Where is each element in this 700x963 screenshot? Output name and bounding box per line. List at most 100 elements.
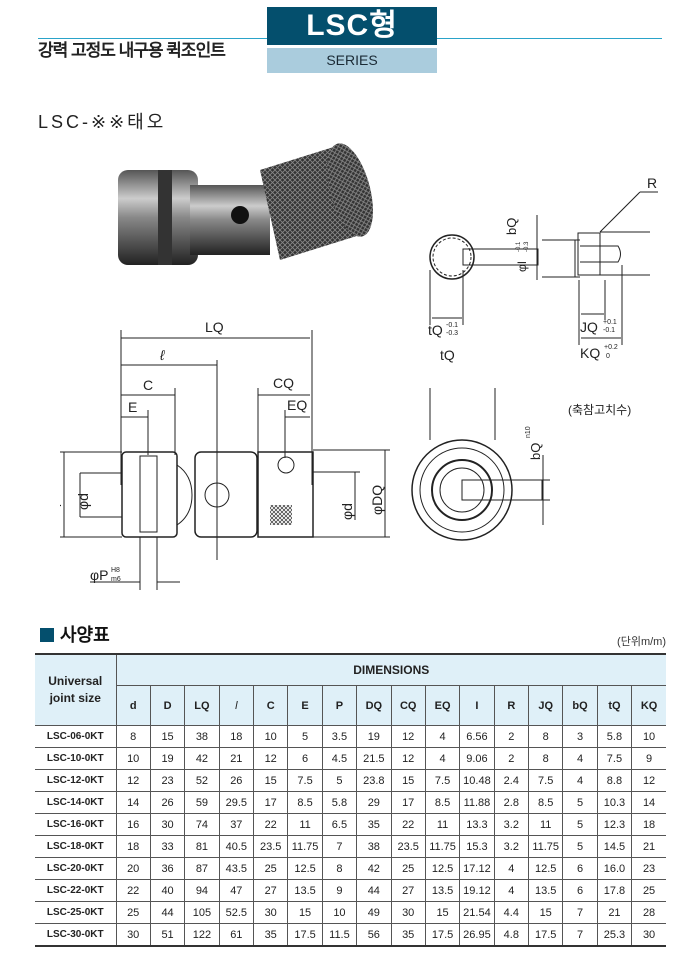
value-cell: 13.5 xyxy=(424,879,461,902)
product-photo xyxy=(118,143,373,265)
label-phiD: φD xyxy=(60,491,61,510)
label-phiP: φP xyxy=(90,567,108,583)
value-cell: 8 xyxy=(321,857,358,880)
column-header-l: l xyxy=(218,685,255,726)
value-cell: 17.8 xyxy=(596,879,633,902)
size-cell: LSC-20-0KT xyxy=(35,857,117,880)
value-cell: 27 xyxy=(252,879,289,902)
value-cell: 37 xyxy=(218,813,255,836)
label-LQ: LQ xyxy=(205,319,224,335)
value-cell: 35 xyxy=(252,923,289,947)
value-cell: 6.56 xyxy=(459,725,495,748)
column-header-JQ: JQ xyxy=(527,685,564,726)
column-header-KQ: KQ xyxy=(631,685,666,726)
value-cell: 8 xyxy=(527,725,564,748)
label-C: C xyxy=(143,377,153,393)
value-cell: 15 xyxy=(390,769,426,792)
value-cell: 5.8 xyxy=(596,725,633,748)
value-cell: 9 xyxy=(321,879,358,902)
column-header-LQ: LQ xyxy=(184,685,220,726)
value-cell: 16 xyxy=(115,813,151,836)
value-cell: 81 xyxy=(184,835,220,858)
label-EQ: EQ xyxy=(287,397,307,413)
value-cell: 94 xyxy=(184,879,220,902)
value-cell: 12 xyxy=(252,747,289,770)
value-cell: 23 xyxy=(631,857,666,880)
value-cell: 22 xyxy=(252,813,289,836)
value-cell: 9 xyxy=(631,747,666,770)
column-header-D: D xyxy=(149,685,186,726)
value-cell: 17 xyxy=(390,791,426,814)
value-cell: 25 xyxy=(631,879,666,902)
value-cell: 22 xyxy=(115,879,151,902)
value-cell: 8 xyxy=(115,725,151,748)
value-cell: 38 xyxy=(184,725,220,748)
value-cell: 8.5 xyxy=(424,791,461,814)
value-cell: 122 xyxy=(184,923,220,947)
value-cell: 6 xyxy=(562,857,598,880)
value-cell: 3.2 xyxy=(493,835,530,858)
value-cell: 6 xyxy=(562,879,598,902)
value-cell: 42 xyxy=(184,747,220,770)
label-l: ℓ xyxy=(159,347,165,363)
value-cell: 11.75 xyxy=(424,835,461,858)
value-cell: 25 xyxy=(252,857,289,880)
value-cell: 19 xyxy=(356,725,392,748)
value-cell: 21 xyxy=(218,747,255,770)
value-cell: 27 xyxy=(390,879,426,902)
value-cell: 47 xyxy=(218,879,255,902)
value-cell: 11.75 xyxy=(287,835,323,858)
value-cell: 12.5 xyxy=(424,857,461,880)
label-CQ: CQ xyxy=(273,375,294,391)
value-cell: 30 xyxy=(631,923,666,947)
column-header-tQ: tQ xyxy=(596,685,633,726)
value-cell: 11 xyxy=(424,813,461,836)
value-cell: 17.5 xyxy=(287,923,323,947)
value-cell: 5 xyxy=(562,813,598,836)
value-cell: 43.5 xyxy=(218,857,255,880)
value-cell: 40.5 xyxy=(218,835,255,858)
value-cell: 18 xyxy=(115,835,151,858)
value-cell: 11.75 xyxy=(527,835,564,858)
value-cell: 7.5 xyxy=(424,769,461,792)
size-cell: LSC-10-0KT xyxy=(35,747,117,770)
value-cell: 7.5 xyxy=(596,747,633,770)
value-cell: 44 xyxy=(149,901,186,924)
value-cell: 21.54 xyxy=(459,901,495,924)
value-cell: 14 xyxy=(115,791,151,814)
value-cell: 19.12 xyxy=(459,879,495,902)
value-cell: 2.4 xyxy=(493,769,530,792)
series-title: LSC형 xyxy=(267,7,437,45)
label-phid-right: φd xyxy=(339,503,355,520)
size-cell: LSC-25-0KT xyxy=(35,901,117,924)
label-R: R xyxy=(647,175,657,191)
value-cell: 16.0 xyxy=(596,857,633,880)
value-cell: 7 xyxy=(562,901,598,924)
value-cell: 3.2 xyxy=(493,813,530,836)
value-cell: 4 xyxy=(562,769,598,792)
value-cell: 15 xyxy=(527,901,564,924)
value-cell: 10.48 xyxy=(459,769,495,792)
square-bullet-icon xyxy=(40,628,54,642)
end-view-drawing: (축참고치수) bQ n10 xyxy=(411,388,631,541)
value-cell: 26 xyxy=(149,791,186,814)
value-cell: 6.5 xyxy=(321,813,358,836)
value-cell: 49 xyxy=(356,901,392,924)
value-cell: 8.5 xyxy=(287,791,323,814)
label-bQ-end: bQ xyxy=(528,443,543,460)
size-cell: LSC-30-0KT xyxy=(35,923,117,947)
value-cell: 4.8 xyxy=(493,923,530,947)
value-cell: 17.5 xyxy=(527,923,564,947)
value-cell: 21.5 xyxy=(356,747,392,770)
value-cell: 23.8 xyxy=(356,769,392,792)
value-cell: 25 xyxy=(390,857,426,880)
value-cell: 4 xyxy=(562,747,598,770)
value-cell: 74 xyxy=(184,813,220,836)
model-label: LSC-※※태오 xyxy=(38,112,167,132)
value-cell: 23 xyxy=(149,769,186,792)
